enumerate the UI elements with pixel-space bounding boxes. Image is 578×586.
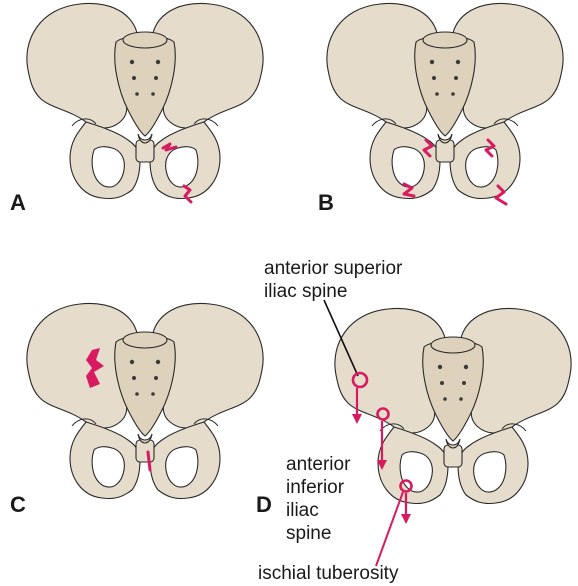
pelvis-illustration-a [27, 3, 263, 198]
panel-d: D anterior superior iliac spine anterior… [256, 258, 571, 584]
ischial-arrowhead [401, 514, 411, 524]
ischial-leader-line [376, 492, 403, 566]
pelvis-illustration-b [327, 3, 563, 198]
aiis-label-line1: anterior [286, 454, 351, 475]
panel-b: B [318, 3, 563, 215]
fracture-mark-c-symphysis [148, 452, 150, 470]
panel-letter-c: C [10, 492, 26, 517]
aiis-label-line2: inferior [286, 477, 345, 498]
aiis-label-line3: iliac [286, 500, 319, 521]
aiis-label-line4: spine [286, 523, 331, 544]
asis-label-line1: anterior superior [264, 258, 403, 279]
ischial-label: ischial tuberosity [258, 563, 399, 584]
panel-c: C [10, 303, 263, 517]
panel-letter-a: A [10, 190, 26, 215]
pelvis-illustration-d [335, 308, 571, 503]
panel-a: A [10, 3, 263, 215]
panel-letter-b: B [318, 190, 334, 215]
asis-label-line2: iliac spine [264, 281, 347, 302]
pelvis-illustration-c [27, 303, 263, 498]
panel-letter-d: D [256, 492, 272, 517]
asis-arrowhead [352, 414, 362, 424]
